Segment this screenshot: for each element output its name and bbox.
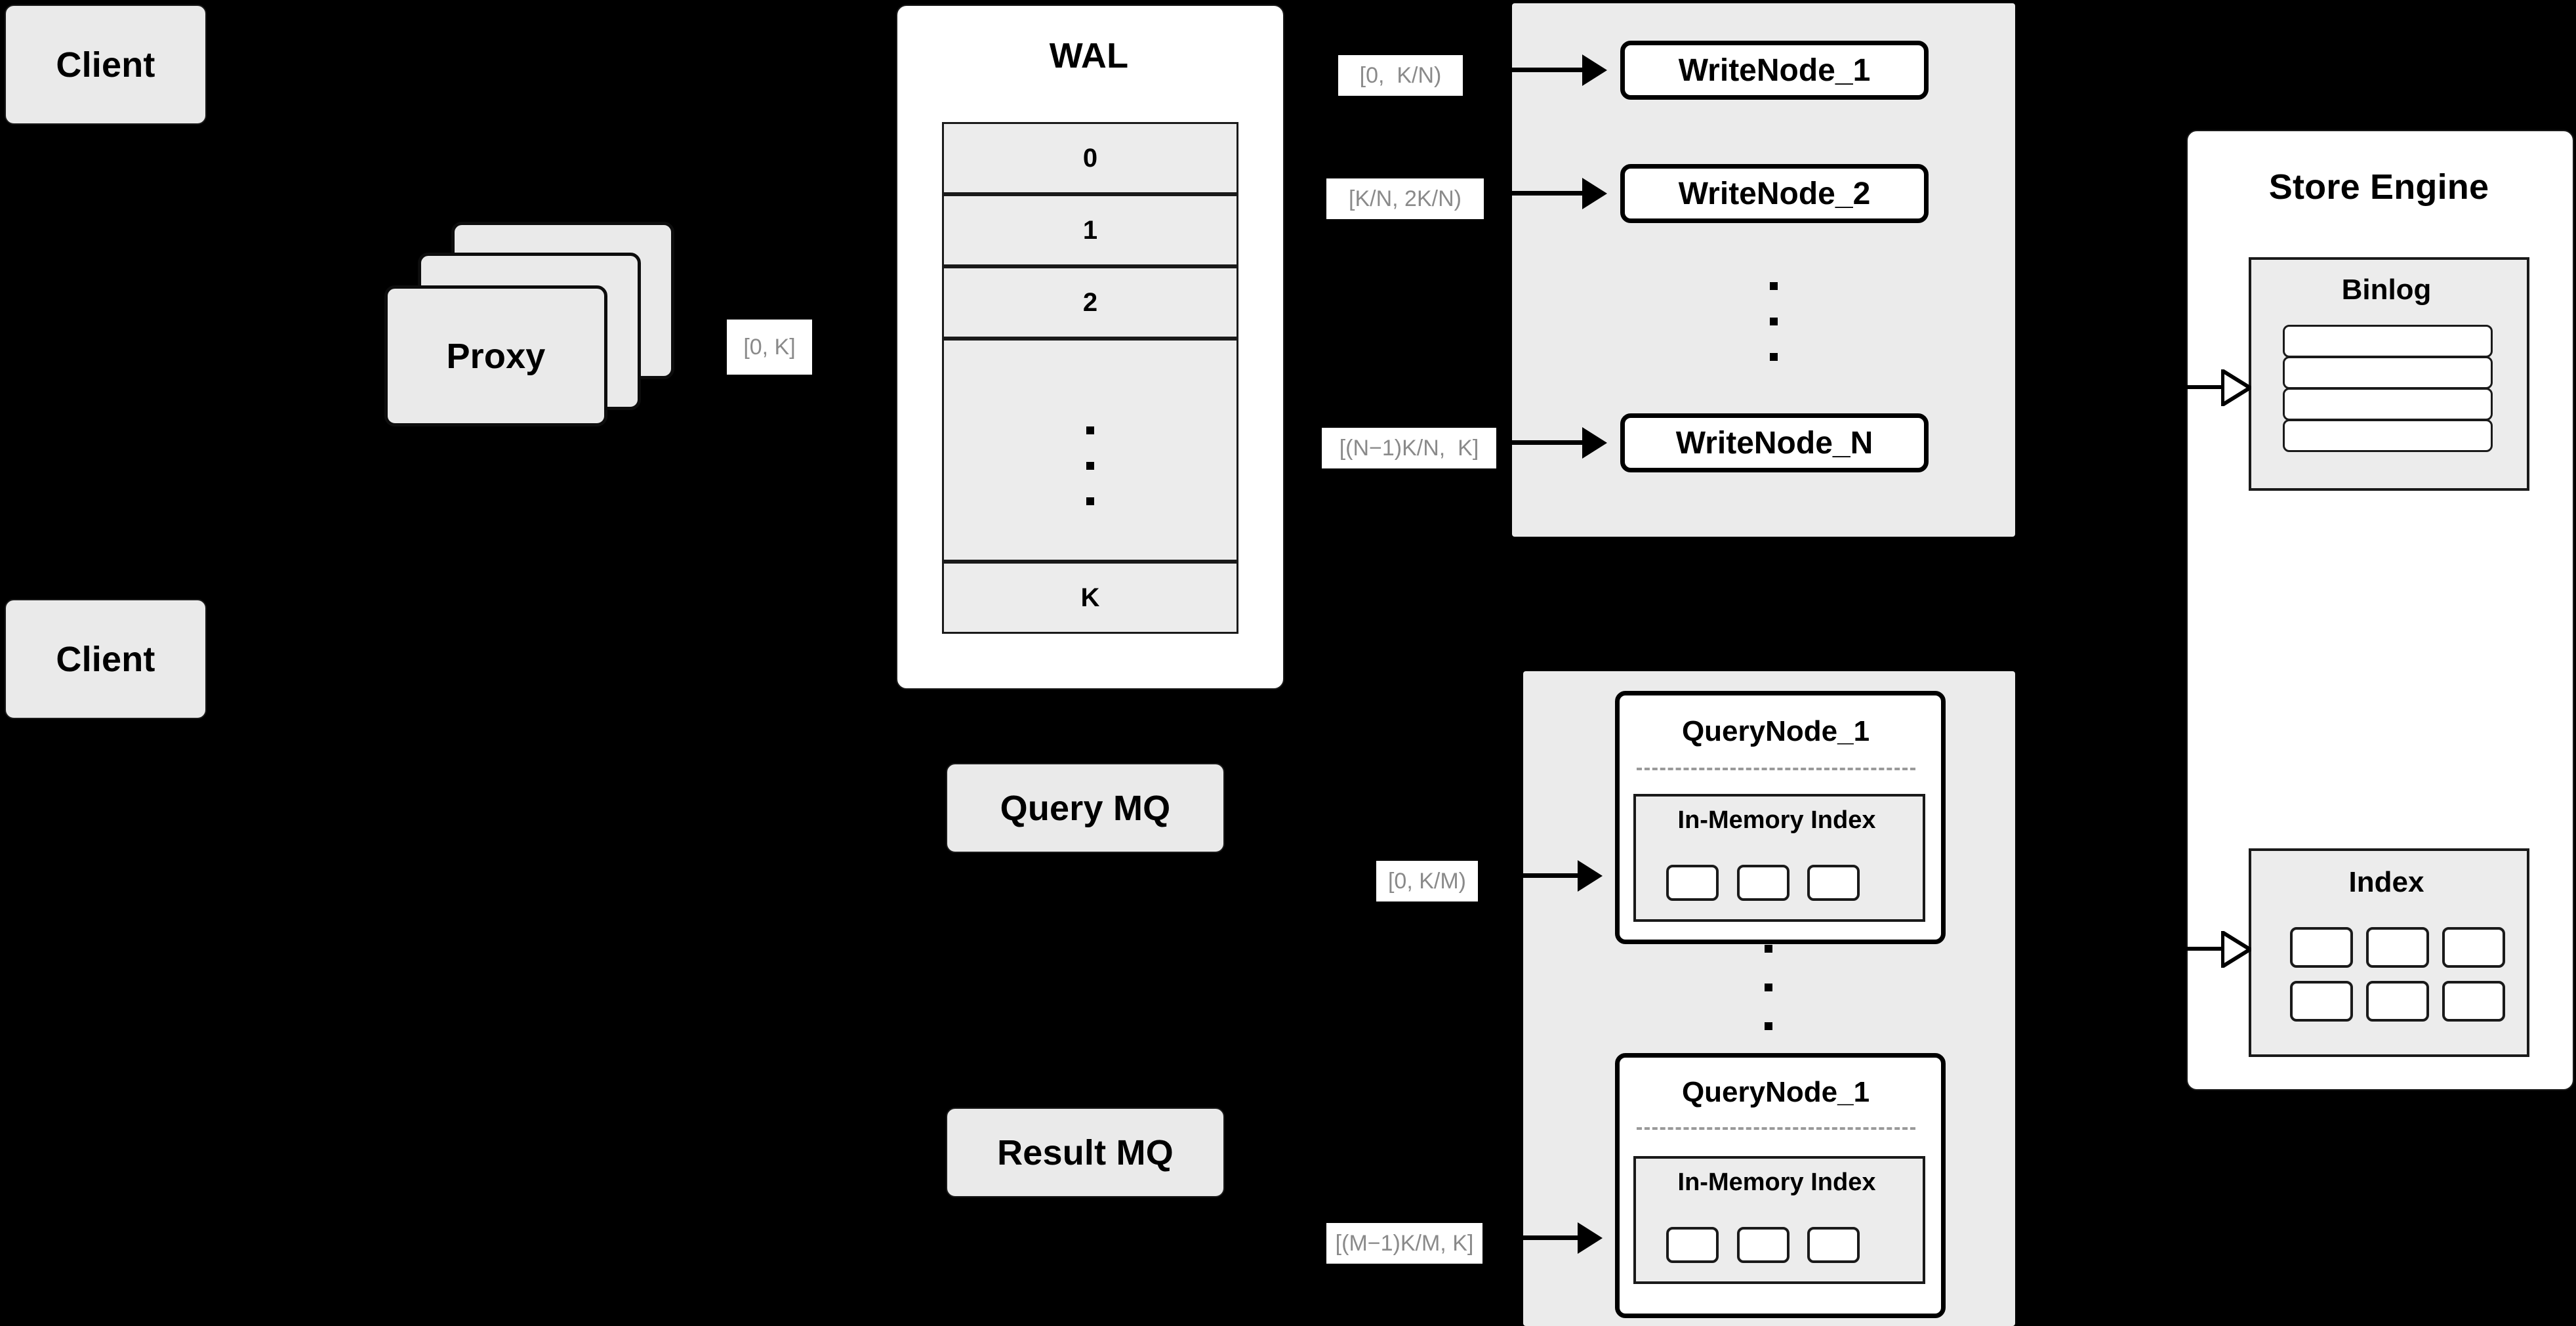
binlog-bar-2 [2283, 356, 2493, 389]
query-mq-box[interactable]: Query MQ [946, 763, 1225, 853]
query-node-1-divider [1637, 768, 1915, 770]
query-cluster-ellipsis-dots [1765, 945, 1772, 1030]
write-cluster-ellipsis-dots [1770, 282, 1778, 361]
query-node-m-divider [1637, 1127, 1915, 1130]
wal-slot-2: 2 [942, 266, 1238, 339]
index-cell-5 [2366, 981, 2429, 1022]
index-cell-1 [2290, 927, 2353, 968]
query-node-m-inmemory-title: In-Memory Index [1677, 1168, 1876, 1196]
query-node-1-arrow-line [1478, 873, 1580, 878]
index-cell-2 [2366, 927, 2429, 968]
query-node-m-label: QueryNode_1 [1681, 1076, 1870, 1108]
query-node-m-index-cell-1 [1666, 1227, 1719, 1263]
proxy-box[interactable]: Proxy [384, 285, 607, 426]
write-node-1-arrow-line [1479, 68, 1584, 72]
binlog-bar-4 [2283, 419, 2493, 452]
write-node-n-arrow-line [1496, 440, 1584, 445]
write-node-1[interactable]: WriteNode_1 [1620, 41, 1929, 100]
query-node-m-arrow-head [1578, 1222, 1603, 1254]
wal-slot-0: 0 [942, 122, 1238, 194]
query-node-1-range-label: [0, K/M) [1376, 861, 1478, 901]
wal-ellipsis-dots [1086, 426, 1094, 505]
query-node-m-range-label: [(M−1)K/M, K] [1326, 1223, 1482, 1264]
wal-title: WAL [1049, 36, 1129, 75]
index-arrow-head-icon [2220, 928, 2254, 971]
index-cell-3 [2442, 927, 2505, 968]
binlog-arrow-line [2177, 385, 2226, 389]
client-box-1[interactable]: Client [5, 5, 207, 125]
query-node-1-arrow-head [1578, 860, 1603, 892]
write-node-n[interactable]: WriteNode_N [1620, 413, 1929, 472]
index-cell-4 [2290, 981, 2353, 1022]
client-box-2[interactable]: Client [5, 599, 207, 719]
client-label-1: Client [56, 45, 155, 85]
query-node-m-index-cell-2 [1737, 1227, 1789, 1263]
binlog-bar-3 [2283, 388, 2493, 421]
binlog-arrow-head-icon [2220, 367, 2254, 409]
query-node-1-index-cell-3 [1807, 865, 1860, 901]
query-node-1-inmemory-title: In-Memory Index [1677, 806, 1876, 834]
client-label-2: Client [56, 639, 155, 679]
write-node-1-arrow-head [1582, 54, 1607, 86]
query-node-1-index-cell-1 [1666, 865, 1719, 901]
store-engine-title: Store Engine [2268, 167, 2489, 207]
write-node-2-arrow-head [1582, 178, 1607, 209]
result-mq-box[interactable]: Result MQ [946, 1108, 1225, 1197]
write-node-n-arrow-head [1582, 427, 1607, 459]
write-node-2-range-label: [K/N, 2K/N) [1326, 178, 1484, 219]
index-arrow-line [2177, 947, 2226, 951]
proxy-range-label: [0, K] [727, 320, 812, 375]
query-node-m-arrow-line [1482, 1235, 1580, 1240]
write-node-n-range-label: [(N−1)K/N, K] [1322, 428, 1496, 468]
query-node-1-index-cell-2 [1737, 865, 1789, 901]
write-node-1-range-label: [0, K/N) [1338, 55, 1463, 96]
wal-slot-k: K [942, 562, 1238, 634]
query-node-1-label: QueryNode_1 [1681, 715, 1870, 747]
wal-slot-1: 1 [942, 194, 1238, 266]
wal-slot-ellipsis [942, 339, 1238, 562]
index-title: Index [2348, 866, 2424, 898]
write-node-2-arrow-line [1484, 191, 1584, 196]
write-node-2[interactable]: WriteNode_2 [1620, 164, 1929, 223]
binlog-title: Binlog [2341, 274, 2432, 306]
query-node-m-index-cell-3 [1807, 1227, 1860, 1263]
binlog-bar-1 [2283, 325, 2493, 358]
index-cell-6 [2442, 981, 2505, 1022]
proxy-label: Proxy [446, 336, 546, 376]
